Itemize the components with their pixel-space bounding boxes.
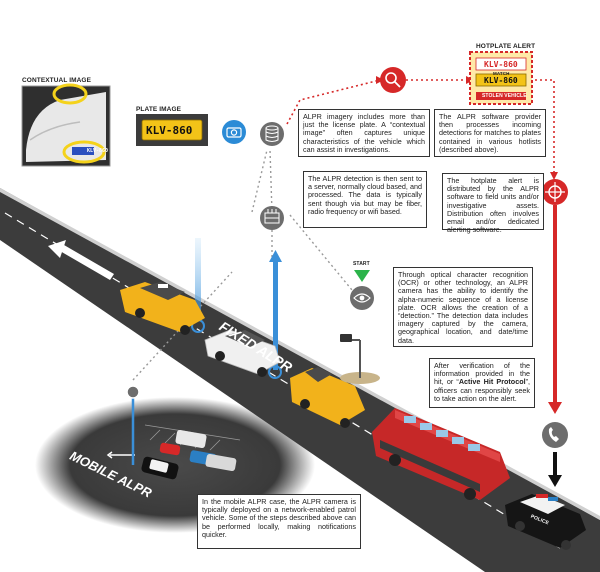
start-marker [354, 270, 370, 282]
processing-description: The ALPR software provider then processe… [434, 109, 546, 157]
database-icon [260, 122, 284, 146]
hotplate-plate-number: KLV-860 [484, 60, 518, 69]
verification-description: After verification of the information pr… [429, 358, 535, 408]
crosshair-icon [542, 179, 568, 205]
start-label: START [353, 261, 370, 267]
hotplate-alert-card [469, 51, 533, 105]
server-description: The ALPR detection is then sent to a ser… [303, 171, 427, 228]
verification-text-start: After verification of the information pr… [434, 361, 530, 387]
fixed-camera-beam-2 [273, 258, 278, 370]
camera-icon [222, 120, 246, 144]
ocr-description: Through optical character recognition (O… [393, 267, 533, 347]
phone-icon [542, 422, 568, 448]
alert-description: The hotplate alert is distributed by the… [442, 173, 544, 234]
taxi [120, 282, 205, 335]
contextual-image-label: CONTEXTUAL IMAGE [22, 77, 92, 84]
search-icon [380, 67, 406, 93]
eye-icon [350, 286, 374, 310]
fixed-camera-beam [195, 238, 201, 320]
plate-image-number: KLV-860 [146, 124, 193, 137]
alert-flow-lines [286, 79, 555, 176]
yellow-van [290, 367, 365, 428]
contextual-image [21, 83, 111, 167]
mobile-description: In the mobile ALPR case, the ALPR camera… [197, 494, 361, 549]
hotplate-matched-plate: KLV-860 [484, 76, 518, 85]
verification-text-end: ”, officers can responsibly seek to take… [434, 377, 530, 403]
active-hit-protocol: Active Hit Protocol [458, 377, 526, 387]
plate-image [136, 114, 208, 146]
imagery-description: ALPR imagery includes more than just the… [298, 109, 430, 157]
server-icon [260, 206, 284, 230]
white-car [204, 329, 281, 377]
hotplate-alert-label: HOTPLATE ALERT [476, 43, 536, 50]
police-car [505, 494, 586, 550]
taxi-sign: TAXI [159, 285, 168, 289]
bus [372, 408, 510, 500]
plate-image-label: PLATE IMAGE [136, 106, 182, 113]
contextual-plate-number: KLV-860 [87, 148, 109, 154]
stolen-vehicle-label: STOLEN VEHICLE [482, 93, 527, 99]
match-label: MATCH [493, 71, 510, 76]
fixed-pole-camera [340, 334, 380, 384]
mobile-camera-dot [126, 385, 140, 399]
